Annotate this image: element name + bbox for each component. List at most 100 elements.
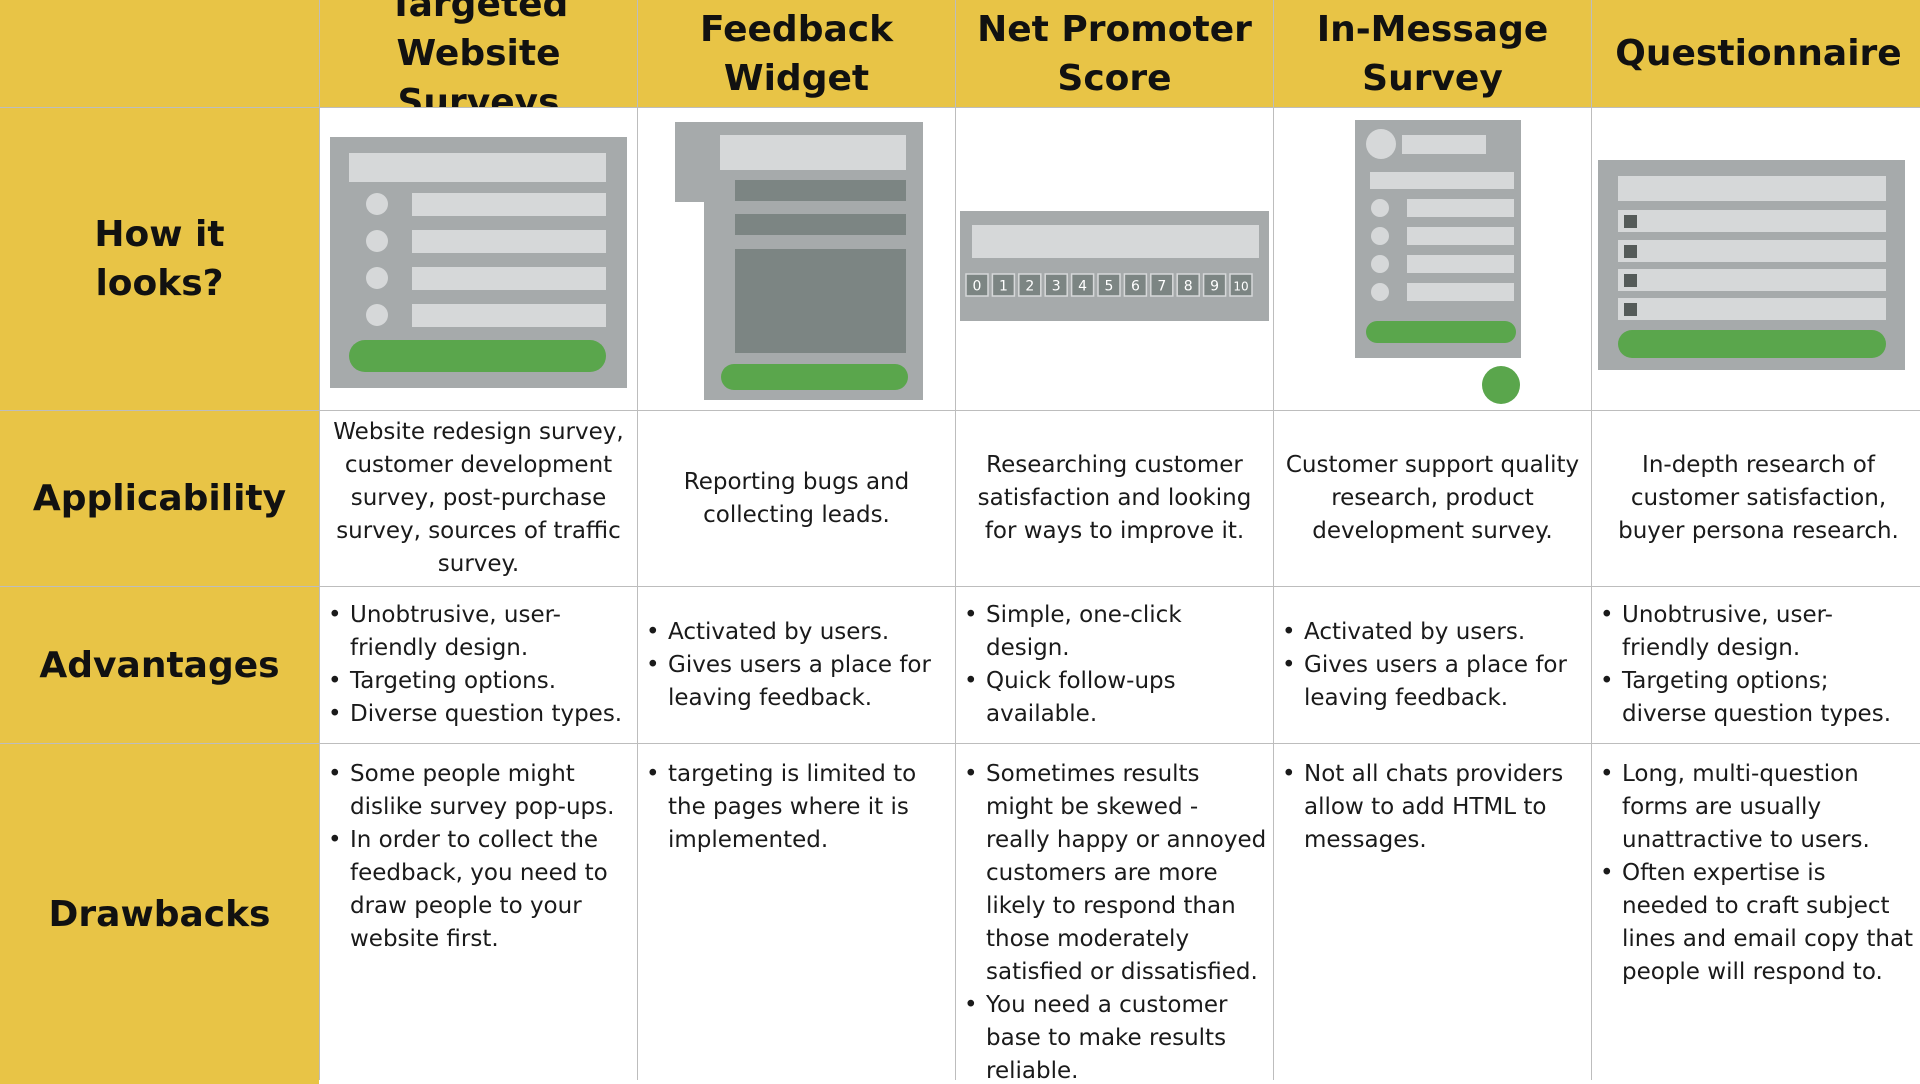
nps-scale-box [1070,273,1095,297]
advantages-cell: Unobtrusive, user-friendly design. Targe… [1592,587,1920,743]
nps-scale-box [1018,273,1042,297]
applicability-cell: Researching customer satisfaction and lo… [956,411,1273,586]
questionnaire-mockup-icon [1598,160,1905,370]
nps-scale-label: 1 [999,279,1008,295]
drawbacks-cell: Some people might dislike survey pop-ups… [320,744,637,1084]
header-targeted-website-surveys: Targeted Website Surveys [320,0,637,107]
applicability-cell: In-depth research of customer satisfacti… [1592,411,1920,586]
header-net-promoter-score: Net Promoter Score [956,0,1273,107]
list-item: Gives users a place for leaving feedback… [644,649,949,715]
drawbacks-list: Not all chats providers allow to add HTM… [1274,744,1591,857]
list-item: Targeting options; diverse question type… [1598,665,1919,731]
list-item: Long, multi-question forms are usually u… [1598,758,1919,857]
drawbacks-list: Some people might dislike survey pop-ups… [320,744,637,956]
nps-scale-label: 2 [1025,279,1034,295]
row-label-applicability: Applicability [0,411,319,586]
row-label-advantages: Advantages [0,587,319,743]
drawbacks-list: Sometimes results might be skewed - real… [956,744,1273,1084]
list-item: Unobtrusive, user-friendly design. [1598,599,1919,665]
header-corner [0,0,319,107]
row-label-text: Drawbacks [48,893,271,935]
advantages-cell: Unobtrusive, user-friendly design. Targe… [320,587,637,743]
in-message-survey-mockup-icon [1355,120,1521,404]
applicability-cell: Customer support quality research, produ… [1274,411,1591,586]
nps-scale-box [1176,273,1200,297]
illustration-nps: 0 1 2 3 4 5 6 7 8 9 10 [956,108,1273,410]
nps-scale-label: 4 [1078,279,1087,295]
row-label-text: Advantages [39,644,280,686]
drawbacks-list: Long, multi-question forms are usually u… [1592,744,1920,989]
list-item: In order to collect the feedback, you ne… [326,824,631,956]
nps-scale-label: 3 [1052,279,1061,295]
header-label: Targeted Website Surveys [388,0,569,107]
nps-scale-box [991,273,1016,297]
applicability-text: In-depth research of customer satisfacti… [1618,452,1899,544]
advantages-list: Simple, one-click design. Quick follow-u… [956,599,1273,731]
list-item: Targeting options. [326,665,631,698]
row-label-drawbacks: Drawbacks [0,744,319,1084]
header-label: Questionnaire [1615,33,1902,74]
illustration-feedback-widget [638,108,955,410]
nps-scale-box [1044,273,1068,297]
list-item: Activated by users. [644,616,949,649]
header-feedback-widget: Feedback Widget [638,0,955,107]
nps-scale-label: 9 [1210,279,1219,295]
list-item: You need a customer base to make results… [962,989,1267,1084]
feedback-widget-mockup-icon [675,122,923,400]
list-item: Gives users a place for leaving feedback… [1280,649,1585,715]
list-item: Some people might dislike survey pop-ups… [326,758,631,824]
applicability-cell: Reporting bugs and collecting leads. [638,411,955,586]
advantages-list: Unobtrusive, user-friendly design. Targe… [320,599,637,731]
row-label-how-it-looks: How it looks? [0,108,319,410]
header-label: In-Message Survey [1316,8,1549,99]
nps-scale-label: 6 [1131,279,1140,295]
nps-scale-label: 7 [1157,279,1166,295]
list-item: Simple, one-click design. [962,599,1267,665]
header-in-message-survey: In-Message Survey [1274,0,1591,107]
drawbacks-list: targeting is limited to the pages where … [638,744,955,857]
row-label-text: Applicability [32,478,287,519]
nps-scale-label: 5 [1105,279,1114,295]
advantages-list: Activated by users. Gives users a place … [638,616,955,715]
applicability-text: Reporting bugs and collecting leads. [683,468,910,528]
illustration-website-survey [320,108,637,410]
list-item: Diverse question types. [326,698,631,731]
list-item: Quick follow-ups available. [962,665,1267,731]
list-item: Often expertise is needed to craft subje… [1598,857,1919,989]
nps-scale-box [1123,273,1148,297]
nps-scale-label: 0 [973,279,982,295]
illustration-questionnaire [1592,108,1920,410]
advantages-cell: Activated by users. Gives users a place … [1274,587,1591,743]
advantages-list: Activated by users. Gives users a place … [1274,616,1591,715]
applicability-text: Researching customer satisfaction and lo… [977,452,1252,544]
advantages-cell: Simple, one-click design. Quick follow-u… [956,587,1273,743]
drawbacks-cell: Not all chats providers allow to add HTM… [1274,744,1591,1084]
drawbacks-cell: targeting is limited to the pages where … [638,744,955,1084]
nps-scale-box [1097,273,1121,297]
nps-scale-box [1150,273,1174,297]
drawbacks-cell: Long, multi-question forms are usually u… [1592,744,1920,1084]
website-survey-mockup-icon [330,137,627,388]
applicability-text: Website redesign survey, customer develo… [333,419,624,577]
nps-scale-label: 8 [1184,279,1193,295]
nps-scale-mockup-icon: 0 1 2 3 4 5 6 7 8 9 10 [960,211,1269,321]
header-questionnaire: Questionnaire [1592,0,1920,107]
advantages-cell: Activated by users. Gives users a place … [638,587,955,743]
illustration-in-message-survey [1274,108,1591,410]
list-item: targeting is limited to the pages where … [644,758,949,857]
nps-scale-label: 10 [1233,280,1248,294]
drawbacks-cell: Sometimes results might be skewed - real… [956,744,1273,1084]
list-item: Activated by users. [1280,616,1585,649]
nps-scale-box [1202,273,1227,297]
header-label: Net Promoter Score [977,8,1252,99]
applicability-text: Customer support quality research, produ… [1285,452,1580,544]
nps-scale-box [1229,273,1253,297]
list-item: Sometimes results might be skewed - real… [962,758,1267,989]
advantages-list: Unobtrusive, user-friendly design. Targe… [1592,599,1920,731]
header-label: Feedback Widget [699,8,894,99]
nps-scale-box [965,273,989,297]
list-item: Unobtrusive, user-friendly design. [326,599,631,665]
list-item: Not all chats providers allow to add HTM… [1280,758,1585,857]
applicability-cell: Website redesign survey, customer develo… [320,411,637,586]
